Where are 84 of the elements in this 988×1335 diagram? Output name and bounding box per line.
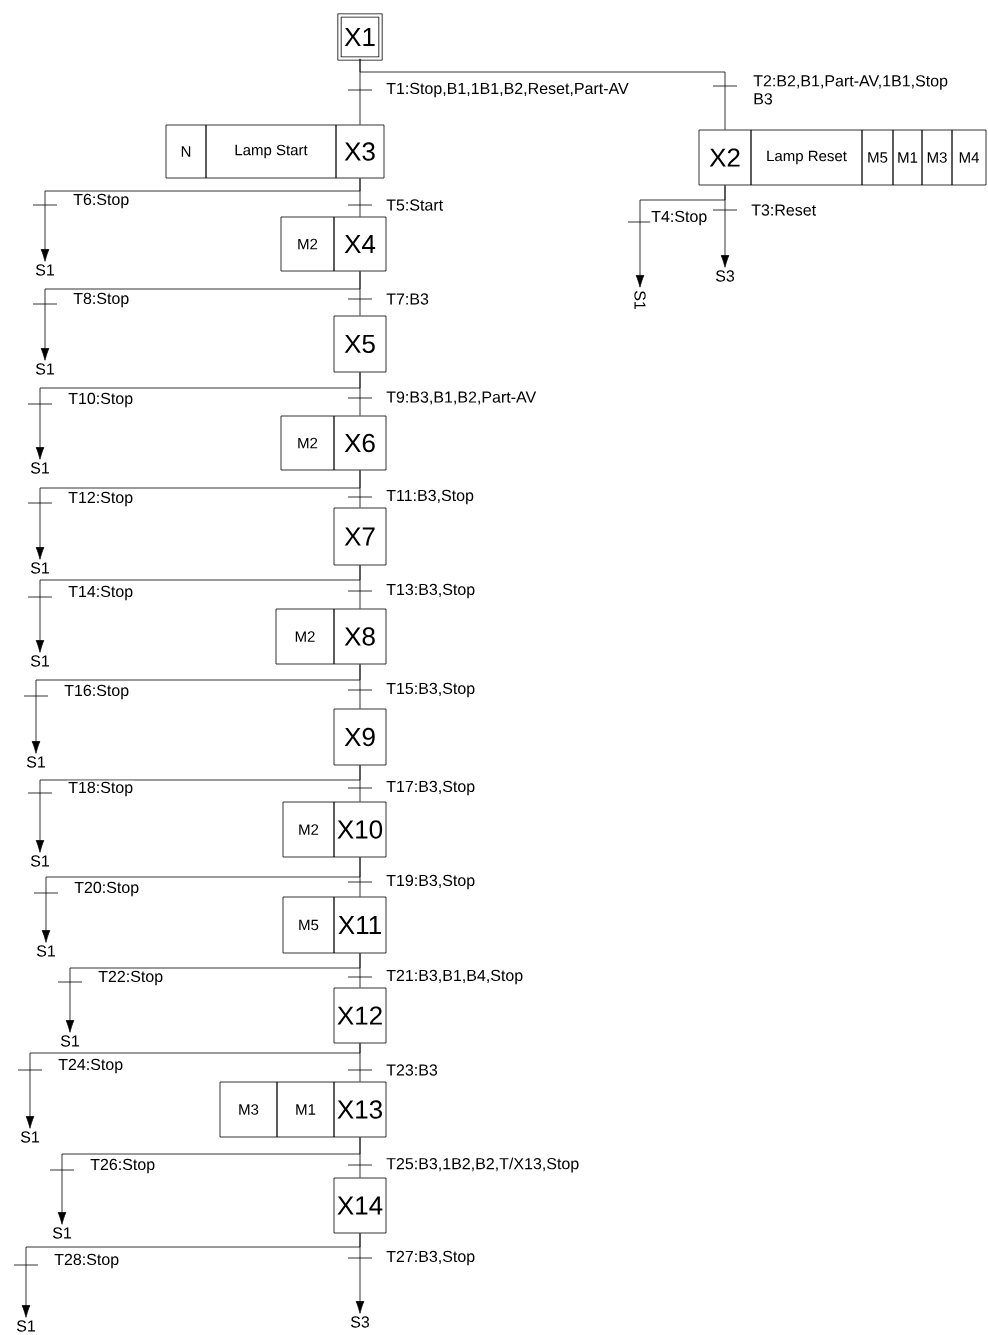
arrow [17, 1043, 361, 1129]
target-label: S1 [26, 756, 45, 768]
target-label: S1 [16, 1320, 35, 1332]
target-label: S1 [52, 1227, 71, 1239]
step-box: X2 [698, 129, 752, 186]
target-label: S3 [350, 1316, 370, 1328]
action-box: M2 [275, 608, 335, 665]
action-box: M3 [219, 1081, 278, 1138]
arrow [33, 857, 361, 943]
transition-label: T6:Stop [72, 192, 131, 210]
step-box: X8 [333, 608, 387, 665]
arrow [32, 178, 361, 262]
transition-label: T19:B3,Stop [385, 873, 477, 891]
target-label: S1 [36, 945, 55, 957]
target-label: S1 [20, 1131, 39, 1143]
transition-label: T9:B3,B1,B2,Part-AV [385, 390, 538, 406]
step-box: X12 [333, 987, 387, 1044]
transition-label: T3:Reset [750, 203, 818, 217]
transition-label: T12:Stop [67, 490, 135, 508]
step-box: X4 [333, 216, 387, 272]
step-box: X9 [333, 708, 387, 766]
step-box: X6 [333, 415, 387, 471]
action-box: M1 [276, 1081, 335, 1138]
transition-label: T4:Stop [650, 209, 709, 227]
transition-label: T17:B3,Stop [385, 779, 477, 797]
step-box: X3 [335, 124, 385, 179]
action-box: Lamp Reset [750, 129, 863, 186]
transition-label: T24:Stop [57, 1057, 125, 1075]
step-box: X5 [333, 315, 387, 373]
target-label: S1 [35, 363, 54, 375]
step-box: X10 [333, 801, 387, 858]
arrow [27, 372, 361, 460]
transition-label: T5:Start [385, 198, 445, 212]
transition-label: T16:Stop [63, 683, 131, 701]
initial-step-box: X1 [337, 13, 383, 61]
transition-label: T21:B3,B1,B4,Stop [385, 968, 525, 986]
transition-label: T22:Stop [97, 969, 165, 987]
transition-label: T26:Stop [89, 1157, 157, 1175]
target-label: S1 [634, 290, 646, 309]
action-box: M2 [280, 415, 335, 471]
arrow [27, 765, 361, 853]
transition-label: T2:B2,B1,Part-AV,1B1,Stop B3 [752, 74, 960, 106]
arrow [27, 565, 361, 653]
transition-label: T7:B3 [385, 292, 430, 306]
transition-label: T14:Stop [67, 584, 135, 602]
target-label: S1 [30, 562, 49, 574]
transition-label: T11:B3,Stop [385, 488, 475, 506]
transition-label: T28:Stop [53, 1252, 121, 1270]
arrow [27, 470, 361, 560]
action-box: M5 [282, 896, 335, 954]
target-label: S3 [715, 270, 735, 282]
action-box: Lamp Start [205, 124, 337, 179]
target-label: S1 [30, 462, 49, 474]
action-box: M2 [282, 801, 335, 858]
transition-label: T15:B3,Stop [385, 681, 477, 699]
transition-label: T10:Stop [67, 391, 135, 409]
arrow [627, 185, 726, 288]
transition-label: T20:Stop [73, 880, 141, 898]
transition-label: T25:B3,1B2,B2,T/X13,Stop [385, 1156, 581, 1174]
transition-label: T27:B3,Stop [385, 1249, 477, 1267]
connector-line [359, 58, 738, 130]
arrow [32, 271, 361, 361]
action-box: M2 [280, 216, 335, 272]
arrow [13, 1233, 361, 1318]
action-box: M5 [861, 129, 894, 186]
target-label: S1 [35, 264, 54, 276]
transition-label: T23:B3 [385, 1063, 439, 1077]
target-label: S1 [30, 855, 49, 867]
transition-label: T8:Stop [72, 291, 131, 309]
transition-label: T1:Stop,B1,1B1,B2,Reset,Part-AV [385, 81, 630, 99]
arrow [23, 664, 361, 754]
target-label: S1 [60, 1035, 79, 1047]
target-label: S1 [30, 655, 49, 667]
step-box: X13 [333, 1081, 387, 1138]
step-box: X7 [333, 507, 387, 566]
action-box: M1 [892, 129, 923, 186]
arrow [57, 953, 361, 1033]
step-box: X11 [333, 896, 387, 954]
transition-label: T13:B3,Stop [385, 582, 477, 600]
arrow [49, 1137, 361, 1225]
action-box: N [165, 124, 207, 179]
action-box: M4 [951, 129, 987, 186]
step-box: X14 [333, 1177, 387, 1234]
action-box: M3 [921, 129, 953, 186]
